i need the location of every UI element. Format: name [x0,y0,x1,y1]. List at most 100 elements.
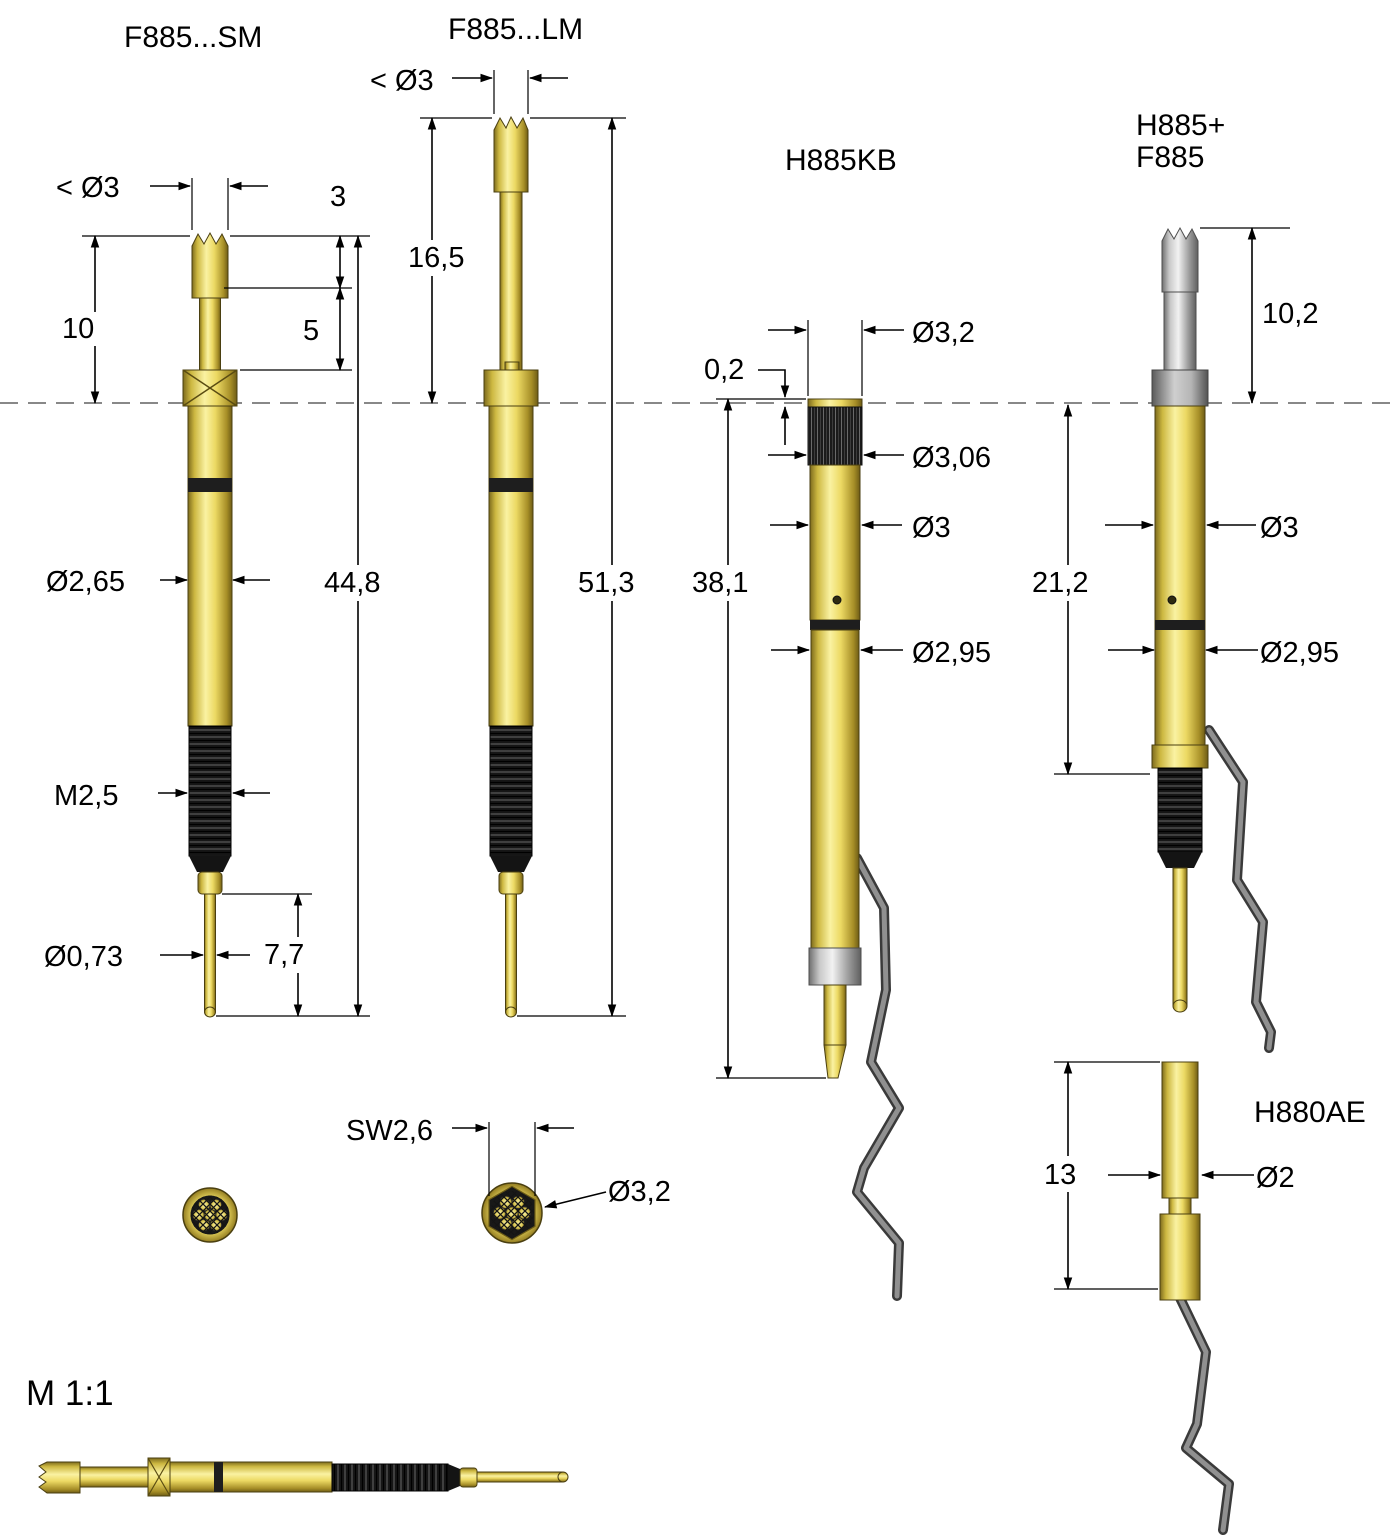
h885-f885-tail-tip [1172,999,1188,1013]
probe-h885-f885: H885+ F885 10,2 Ø3 21,2 Ø2,95 [1026,109,1339,1053]
h885kb-dim-knurl-diameter: Ø3,06 [912,442,991,474]
f885sm-dim-total-length: 44,8 [324,567,380,599]
f885sm-dim-shoulder: 5 [303,315,319,347]
f885lm-thread [489,725,533,857]
f885lm-collar-notch [504,361,520,371]
h885-f885-collar [1151,369,1209,407]
f885sm-cap [197,871,223,895]
h885kb-dim-body-diameter: Ø3 [912,512,951,544]
h885kb-extension-lines [716,320,863,1079]
h885kb-knurl-band [807,406,863,466]
f885lm-title: F885...LM [448,13,583,46]
h885-f885-wire [1204,725,1276,1053]
h885-f885-thread [1157,767,1203,853]
f885sm-dim-tail-length: 7,7 [264,939,304,971]
f885lm-dim-tip-diameter: < Ø3 [370,65,434,97]
f885lm-plunger-shaft [499,191,523,371]
h885kb-seal-ring [810,620,860,630]
h885kb-body [807,398,863,1079]
h880ae-title: H880AE [1254,1096,1366,1129]
f885lm-cap [498,871,524,895]
f885sm-title: F885...SM [124,21,262,54]
tip-right-serration-pattern [490,1191,534,1235]
h885-f885-dim-lower-diameter: Ø2,95 [1260,637,1339,669]
h885-f885-dim-body-diameter: Ø3 [1260,512,1299,544]
h885-f885-thread-taper [1158,852,1202,868]
scale-probe-crown-tip [38,1461,81,1494]
f885lm-barrel [488,405,534,727]
f885lm-thread-taper [490,856,532,872]
f885sm-thread-taper [189,856,231,872]
f885sm-dim-head-length: 3 [330,181,346,213]
scale-1to1-view: M 1:1 [26,1374,569,1497]
f885lm-dim-total-length: 51,3 [578,567,634,599]
scale-probe-seal-ring [214,1462,223,1492]
f885sm-dim-travel: 10 [62,313,94,345]
f885sm-seal-ring [188,478,232,492]
h885-f885-dim-body-length: 21,2 [1032,567,1088,599]
f885lm-body [483,115,539,1018]
probe-h885kb: H885KB 0,2 Ø3,2 Ø3,06 Ø3 38,1 Ø2,95 [686,144,991,1301]
h885kb-tail-tip [823,1044,847,1079]
f885sm-thread [188,725,232,857]
f885lm-seal-ring [489,478,533,492]
f885sm-dim-tip-diameter: < Ø3 [56,172,120,204]
h885-f885-crown-tip [1161,226,1199,293]
f885lm-tail-tip [505,1006,517,1018]
f885sm-tail-pin [204,893,216,1013]
h885-f885-barrel [1154,405,1206,746]
f885sm-barrel [187,405,233,727]
tip-views-dimension-lines [452,1123,607,1209]
h885kb-upper-barrel [809,464,861,621]
h885kb-dim-lower-diameter: Ø2,95 [912,637,991,669]
f885lm-crown-tip [493,115,529,193]
h880ae-lower-sleeve [1159,1213,1201,1301]
h885kb-silver-sleeve [808,947,862,986]
h885kb-title: H885KB [785,144,897,177]
h885-f885-plunger-shaft [1163,291,1197,371]
f885sm-crown-tip [191,231,229,299]
probe-f885sm: F885...SM < Ø3 3 10 5 Ø2,65 44,8 M2,5 Ø0… [44,21,404,1018]
tip-view-dim-outer-diameter: Ø3,2 [608,1176,671,1208]
scale-probe-thread [331,1463,449,1492]
f885sm-dim-barrel-diameter: Ø2,65 [46,566,125,598]
h885-f885-body [1151,226,1209,1013]
h885kb-dim-head-diameter: Ø3,2 [912,317,975,349]
scale-probe-barrel [169,1461,333,1493]
tip-end-view-right: SW2,6 Ø3,2 [346,1115,671,1244]
h885-f885-dim-top-length: 10,2 [1262,298,1318,330]
h880ae-dim-body-diameter: Ø2 [1256,1162,1295,1194]
scale-probe-thread-taper [448,1464,460,1491]
f885sm-body [182,231,238,1018]
h885kb-dim-total-length: 38,1 [692,567,748,599]
f885sm-tail-tip [204,1006,216,1018]
f885lm-tail-pin [505,893,517,1013]
tip-left-serration-pattern [190,1195,230,1235]
h885kb-dim-protrusion: 0,2 [704,354,744,386]
tip-view-dim-hex-width: SW2,6 [346,1115,433,1147]
h885kb-dimension-lines [723,325,904,1080]
f885lm-dim-top-length: 16,5 [408,242,464,274]
scale-probe-tail-tip [557,1471,569,1483]
h885kb-top-rim [807,398,863,408]
h880ae-upper-sleeve [1161,1061,1199,1199]
h880ae-neck [1168,1197,1192,1215]
tip-views-extension-lines [488,1122,536,1196]
scale-probe-shaft [79,1466,149,1488]
h885-f885-vent-hole [1167,595,1177,605]
h885kb-wire [852,853,904,1301]
probe-h880ae: H880AE 13 Ø2 [1038,1060,1366,1535]
f885sm-plunger-shaft [199,297,221,371]
h885kb-tail-rod [823,984,847,1046]
f885sm-dimension-lines [90,181,363,1018]
h880ae-wire [1175,1293,1234,1535]
f885sm-dim-tail-diameter: Ø0,73 [44,941,123,973]
h885-f885-title-line1: H885+ [1136,109,1225,142]
h885-f885-seal-ring [1155,620,1205,630]
h885-f885-tail-pin [1172,867,1188,1007]
h885-f885-flange [1151,744,1209,769]
h880ae-body [1159,1061,1201,1301]
f885lm-collar [483,369,539,407]
